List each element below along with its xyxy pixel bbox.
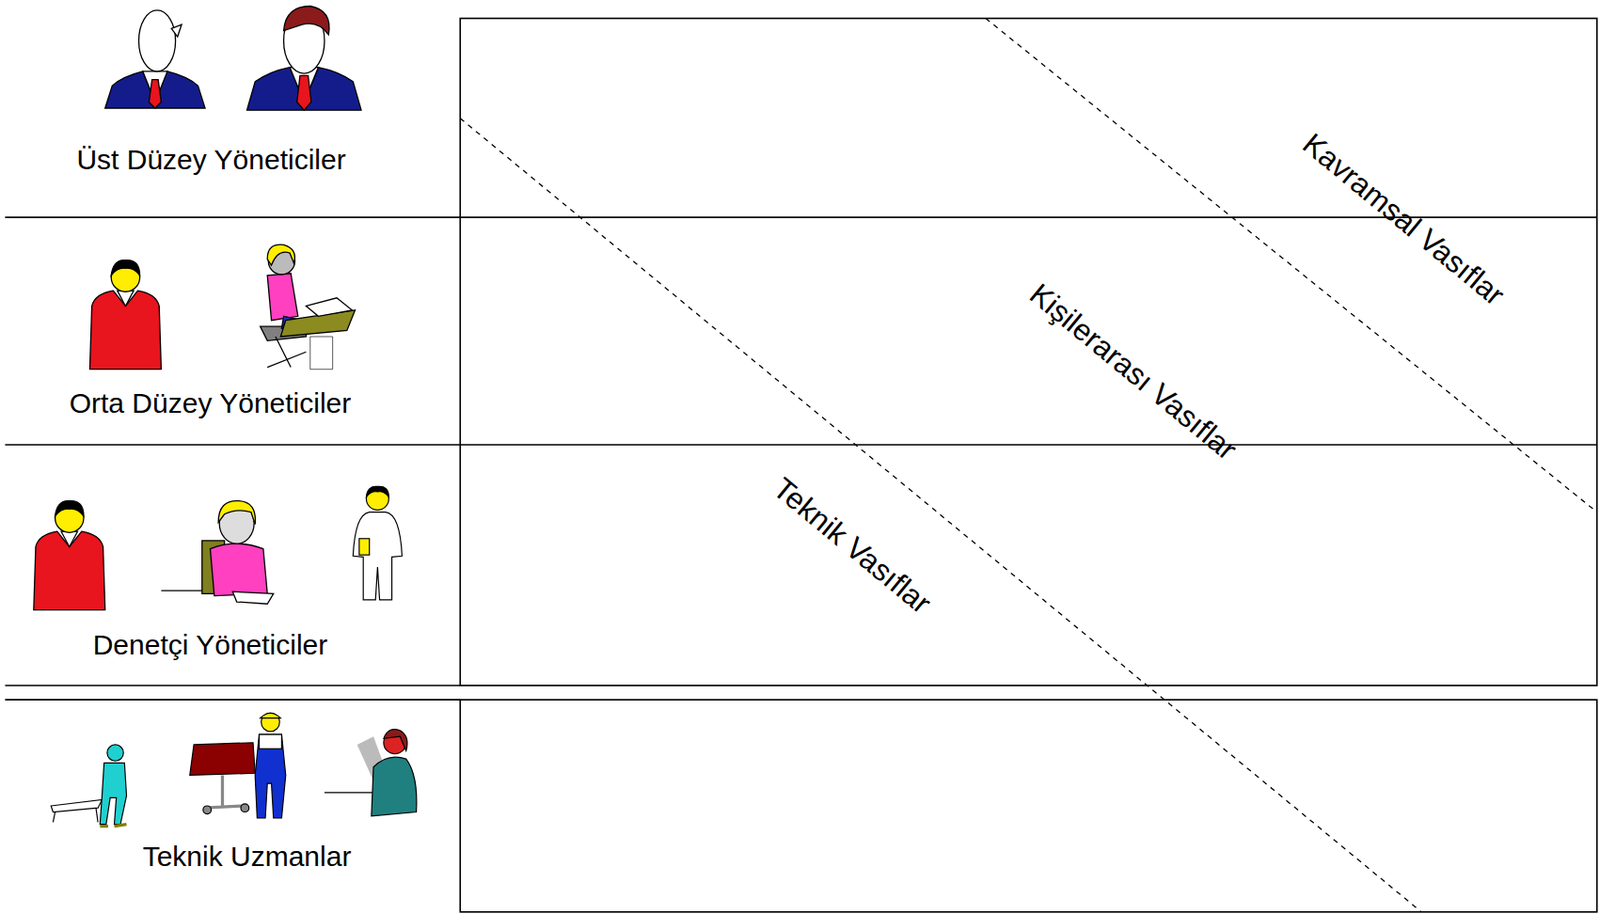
level-title: Denetçi Yöneticiler (93, 629, 329, 662)
level-title: Teknik Uzmanlar (142, 840, 352, 873)
row-divider (4, 443, 1597, 446)
secretary-figure (260, 244, 356, 370)
manager-figure (247, 6, 363, 111)
level-band: Üst Düzey Yöneticiler (4, 18, 460, 219)
level-band: Denetçi Yöneticiler (4, 444, 460, 686)
manager-figure (105, 10, 206, 109)
supervisor-figure (160, 501, 273, 605)
worker-figure (324, 729, 417, 817)
manager-figure (89, 260, 161, 370)
level-band: Teknik Uzmanlar (4, 699, 460, 913)
skill-frame (459, 18, 1597, 686)
supervisor-figure (33, 501, 106, 611)
level-title: Üst Düzey Yöneticiler (76, 143, 346, 176)
specialist-frame (459, 699, 1597, 913)
dashed-boundary (459, 118, 1422, 913)
skill-label: Kişilerarası Vasıflar (1022, 277, 1243, 468)
level-band: Orta Düzey Yöneticiler (4, 217, 460, 445)
skill-label: Teknik Vasıflar (766, 471, 938, 621)
worker-figure (50, 744, 127, 827)
row-divider (4, 698, 460, 701)
supervisor-figure (352, 486, 402, 601)
level-title: Orta Düzey Yöneticiler (69, 387, 352, 420)
row-divider (4, 684, 460, 687)
skill-label: Kavramsal Vasıflar (1295, 126, 1511, 313)
dashed-boundary (985, 18, 1598, 513)
skill-boundaries (459, 18, 1597, 913)
row-divider (4, 216, 1597, 219)
grid-lines (4, 18, 1597, 913)
worker-figure (190, 712, 286, 819)
